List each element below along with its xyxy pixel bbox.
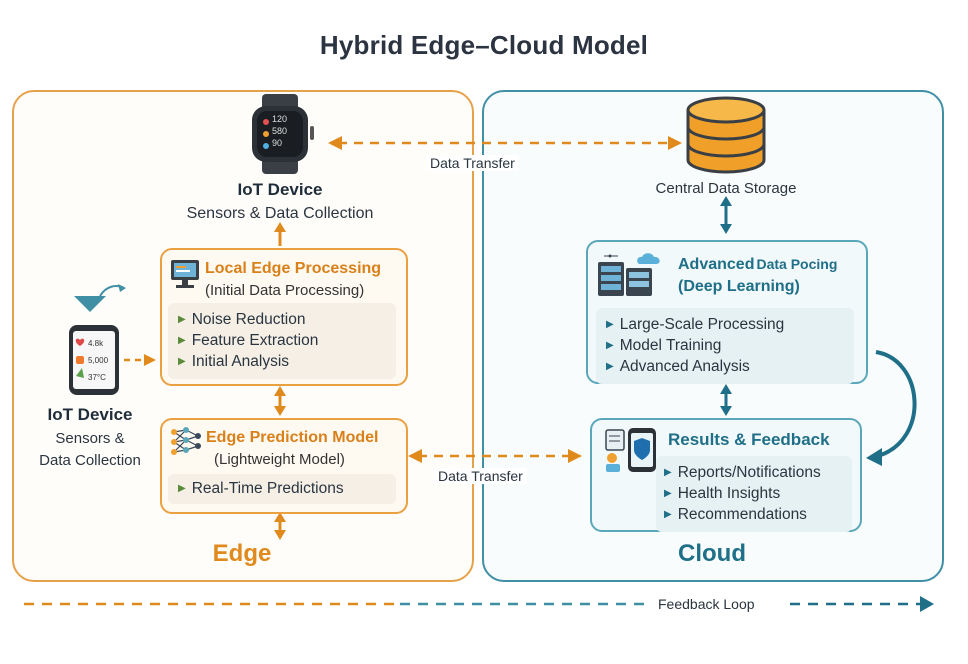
list-item: ▶Noise Reduction [178, 311, 306, 328]
list-item: ▶Feature Extraction [178, 332, 319, 349]
iot-device-left-subtitle-2: Data Collection [39, 452, 141, 469]
neural-network-icon [170, 426, 204, 456]
advanced-processing-list: ▶Large-Scale Processing ▶Model Training … [596, 308, 854, 384]
top-transfer-arrow-right [668, 136, 682, 150]
phone-readings: 4.8k 5,000 37°C [88, 339, 109, 382]
list-item: ▶Model Training [606, 337, 722, 354]
feedback-arrowhead [920, 596, 934, 612]
iot-device-left-subtitle-1: Sensors & [55, 430, 125, 447]
computer-monitor-icon [170, 258, 200, 292]
diagram-title: Hybrid Edge–Cloud Model [319, 30, 649, 60]
results-feedback-title: Results & Feedback [668, 430, 830, 449]
list-item: ▶Recommendations [664, 506, 807, 523]
data-transfer-bottom-label: Data Transfer [434, 468, 527, 484]
database-icon [684, 96, 768, 174]
edge-prediction-model-subtitle: (Lightweight Model) [214, 451, 345, 468]
advanced-processing-subtitle: (Deep Learning) [678, 278, 800, 295]
bottom-transfer-arrow-right [568, 449, 582, 463]
local-edge-processing-subtitle: (Initial Data Processing) [205, 282, 365, 299]
list-item: ▶Large-Scale Processing [606, 316, 785, 333]
results-feedback-list: ▶Reports/Notifications ▶Health Insights … [656, 456, 852, 532]
top-transfer-arrow-left [328, 136, 342, 150]
report-phone-icon [604, 426, 660, 474]
iot-device-top-subtitle: Sensors & Data Collection [186, 205, 374, 222]
list-item: ▶Advanced Analysis [606, 358, 750, 375]
local-edge-processing-title: Local Edge Processing [205, 260, 382, 277]
cloud-region-label: Cloud [678, 540, 746, 567]
list-item: ▶Initial Analysis [178, 353, 290, 370]
central-storage-label: Central Data Storage [655, 180, 797, 197]
edge-region-label: Edge [212, 540, 272, 567]
edge-prediction-model-title: Edge Prediction Model [206, 429, 379, 446]
smartwatch-icon [244, 94, 316, 174]
list-item: ▶Reports/Notifications [664, 464, 821, 481]
feedback-loop-label: Feedback Loop [652, 596, 761, 612]
local-processing-list: ▶Noise Reduction ▶Feature Extraction ▶In… [168, 303, 396, 379]
iot-device-left-title: IoT Device [47, 405, 133, 424]
data-transfer-top-label: Data Transfer [426, 155, 519, 171]
bottom-transfer-arrow-left [408, 449, 422, 463]
list-item: ▶Health Insights [664, 485, 781, 502]
signal-icon [72, 282, 128, 316]
cloud-curved-arrow [875, 350, 917, 458]
prediction-list: ▶Real-Time Predictions [168, 474, 396, 504]
server-cloud-icon [596, 252, 670, 298]
smartphone-icon [68, 324, 120, 396]
list-item: ▶Real-Time Predictions [178, 480, 344, 497]
iot-device-top-title: IoT Device [237, 180, 323, 199]
watch-readings: 120 580 90 [272, 114, 288, 148]
